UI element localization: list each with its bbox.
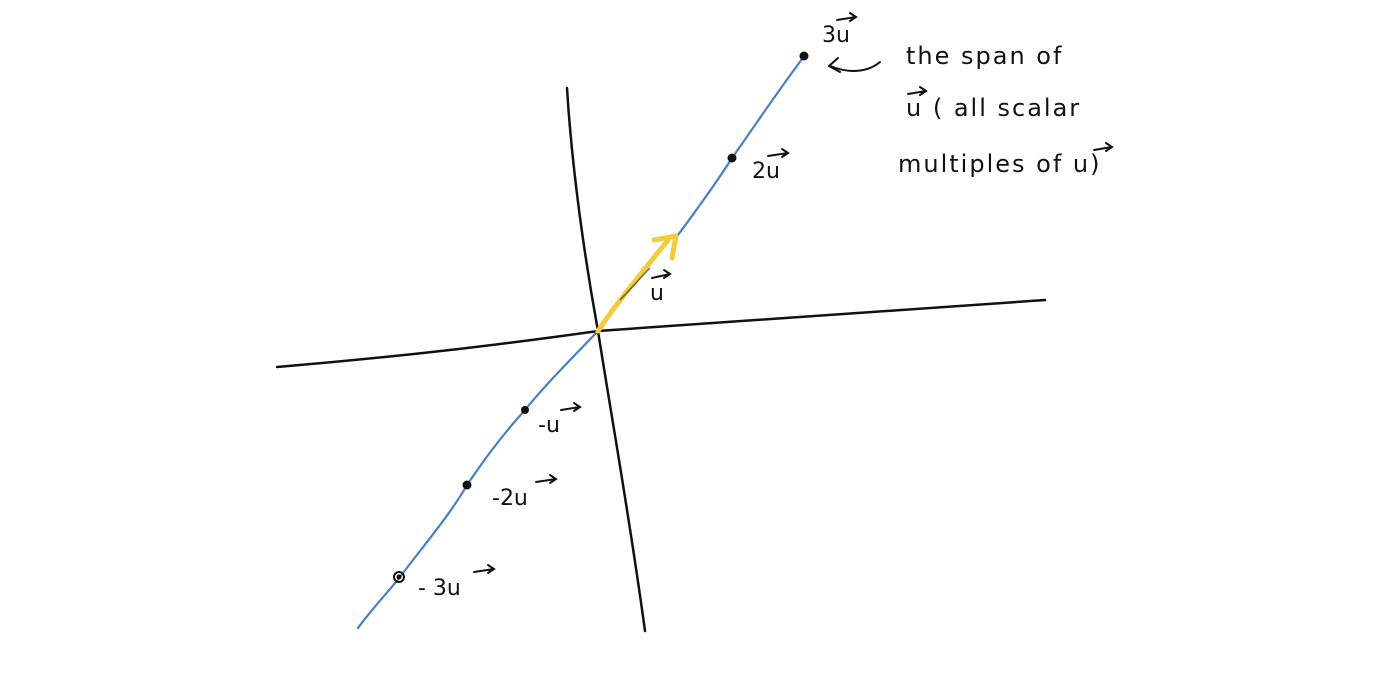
vector-u-shaft	[595, 237, 671, 334]
point-3u	[799, 51, 809, 61]
point-neg-u	[521, 406, 529, 414]
point-neg-2u	[462, 480, 472, 490]
label-2u: 2u	[752, 159, 780, 184]
label-neg-2u: -2u	[492, 486, 528, 511]
label-neg-u: -u	[538, 413, 560, 438]
annotation-line-2: u ( all scalar	[906, 94, 1081, 122]
point-neg-3u	[393, 571, 405, 583]
annotation-arrow	[829, 61, 881, 72]
annotation-line-1: the span of	[906, 42, 1063, 70]
y-axis	[565, 86, 647, 633]
annotation-line-3: multiples of u)	[898, 150, 1101, 178]
label-u: u	[650, 281, 664, 306]
annotation-arrowhead	[828, 57, 841, 73]
x-axis	[275, 298, 1047, 369]
span-line	[356, 53, 807, 630]
label-3u: 3u	[822, 23, 850, 48]
point-2u	[727, 153, 737, 163]
vector-u-arrowhead	[651, 233, 679, 261]
vector-u-pen-stroke	[619, 267, 651, 301]
label-neg-3u: - 3u	[418, 576, 461, 601]
